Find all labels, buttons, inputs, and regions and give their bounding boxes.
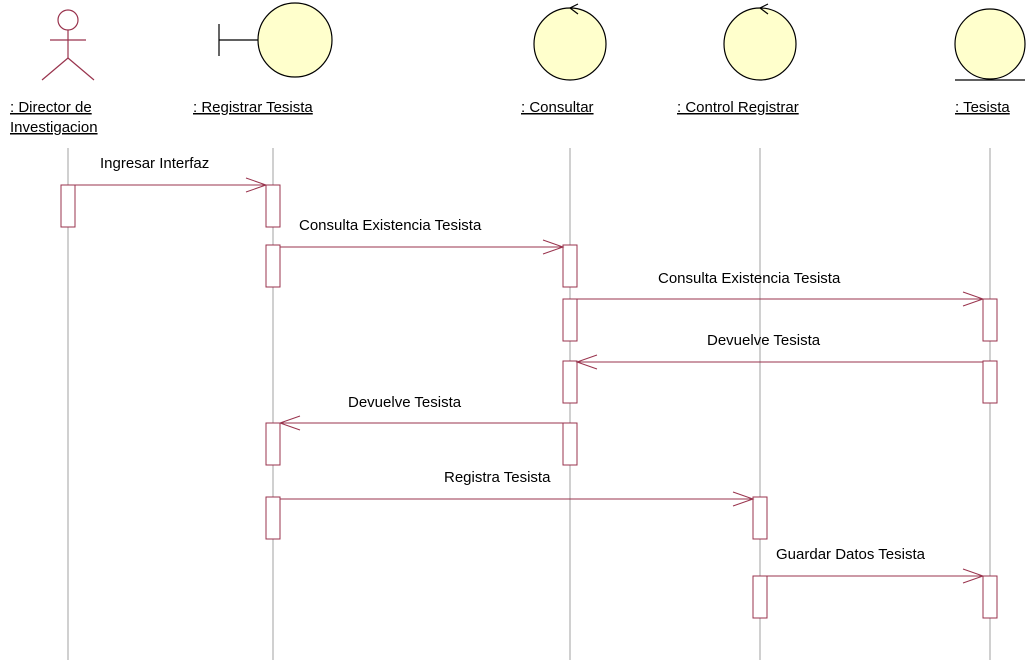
message-label: Guardar Datos Tesista: [776, 546, 926, 563]
message-label: Devuelve Tesista: [348, 394, 462, 411]
message-4: Devuelve Tesista: [575, 332, 983, 370]
message-label: Devuelve Tesista: [707, 332, 821, 349]
message-label: Registra Tesista: [444, 469, 551, 486]
activation-bar-consultar: [562, 422, 578, 466]
participant-labels: : Director de Investigacion : Registrar Te…: [10, 99, 1010, 136]
activation-bar-registrar: [265, 422, 281, 466]
participant-label-director-line2: Investigacion: [10, 119, 98, 136]
activation-bar-registrar: [265, 184, 281, 228]
activation-bars: [60, 184, 998, 619]
arrowhead-icon: [542, 239, 565, 255]
participant-label-control: : Control Registrar: [677, 99, 799, 116]
activation-bar-control: [752, 575, 768, 619]
message-6: Registra Tesista: [280, 469, 755, 507]
activation-bar-registrar: [265, 244, 281, 288]
entity-symbol-tesista: [954, 8, 1026, 81]
activation-bar-tesista: [982, 575, 998, 619]
participant-label-consultar: : Consultar: [521, 99, 594, 116]
arrowhead-icon: [732, 491, 755, 507]
message-2: Consulta Existencia Tesista: [280, 217, 565, 255]
message-5: Devuelve Tesista: [278, 394, 563, 431]
activation-bar-registrar: [265, 496, 281, 540]
participant-symbols: [41, 2, 1026, 81]
message-7: Guardar Datos Tesista: [767, 546, 985, 584]
arrowhead-icon: [245, 177, 268, 193]
message-label: Consulta Existencia Tesista: [299, 217, 482, 234]
message-3: Consulta Existencia Tesista: [577, 270, 985, 307]
lifelines: [67, 148, 991, 660]
activation-bar-director: [60, 184, 76, 228]
message-1: Ingresar Interfaz: [75, 155, 268, 193]
message-label: Consulta Existencia Tesista: [658, 270, 841, 287]
activation-bar-consultar: [562, 298, 578, 342]
arrowhead-icon: [278, 415, 301, 431]
arrowhead-icon: [962, 568, 985, 584]
control-symbol-consultar: [533, 3, 607, 81]
activation-bar-tesista: [982, 360, 998, 404]
participant-label-director: : Director de: [10, 99, 92, 116]
control-symbol-control: [723, 3, 797, 81]
arrowhead-icon: [575, 354, 598, 370]
activation-bar-consultar: [562, 244, 578, 288]
participant-label-registrar: : Registrar Tesista: [193, 99, 313, 116]
activation-bar-consultar: [562, 360, 578, 404]
arrowhead-icon: [962, 291, 985, 307]
actor-symbol-director: [41, 9, 95, 81]
activation-bar-control: [752, 496, 768, 540]
boundary-symbol-registrar: [218, 2, 333, 78]
activation-bar-tesista: [982, 298, 998, 342]
message-label: Ingresar Interfaz: [100, 155, 209, 172]
participant-label-tesista: : Tesista: [955, 99, 1010, 116]
